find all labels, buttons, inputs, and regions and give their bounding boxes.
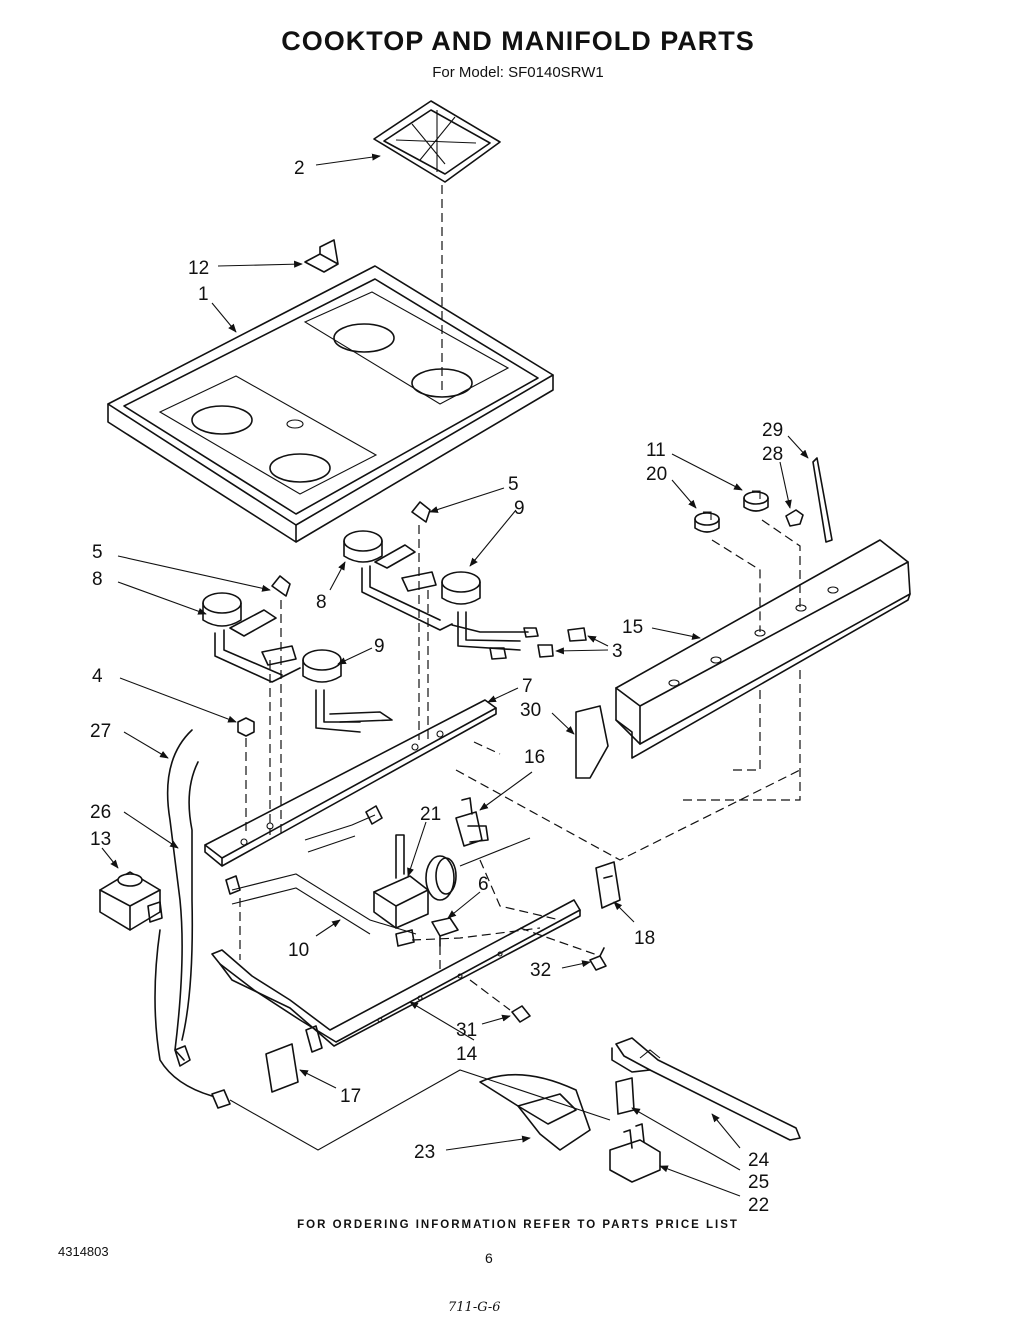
igniter-22 <box>609 1123 661 1183</box>
callout-11: 11 <box>646 440 666 461</box>
safety-valve <box>455 797 489 847</box>
hex-nut <box>237 717 255 737</box>
gas-tube-short <box>181 761 199 1041</box>
valve-guides <box>411 927 541 970</box>
leader-lines <box>101 153 809 1197</box>
callout-28: 28 <box>762 444 783 465</box>
callout-2: 2 <box>294 158 305 179</box>
pressure-regulator <box>99 871 163 931</box>
callout-9: 9 <box>374 636 385 657</box>
gas-tube-upper <box>304 814 376 853</box>
tube-connectors <box>225 805 383 895</box>
broil-burner <box>611 1037 801 1141</box>
lower-assembly-outline <box>229 1069 611 1151</box>
callout-23: 23 <box>414 1142 435 1163</box>
rear-burner-assembly <box>343 501 529 651</box>
callout-9: 9 <box>514 498 525 519</box>
callout-7: 7 <box>522 676 533 697</box>
cooktop <box>107 265 554 543</box>
front-burner-guides <box>269 600 282 835</box>
ordering-info: FOR ORDERING INFORMATION REFER TO PARTS … <box>297 1219 739 1231</box>
rear-orifices <box>489 627 587 660</box>
callout-3: 3 <box>612 641 623 662</box>
callout-16: 16 <box>524 747 545 768</box>
callout-8: 8 <box>92 569 103 590</box>
callout-20: 20 <box>646 464 667 485</box>
screw-31 <box>511 1005 531 1023</box>
callout-10: 10 <box>288 940 309 961</box>
document-number: 4314803 <box>58 1244 109 1259</box>
handwritten-note: 711-G-6 <box>448 1300 501 1315</box>
page-number: 6 <box>485 1250 493 1266</box>
callout-26: 26 <box>90 802 111 823</box>
orifice-fitting <box>395 917 459 947</box>
callout-15: 15 <box>622 617 643 638</box>
spark-rod <box>812 457 833 543</box>
callout-6: 6 <box>478 874 489 895</box>
callout-24: 24 <box>748 1150 770 1171</box>
burner-grate <box>373 100 501 183</box>
callout-29: 29 <box>762 420 783 441</box>
igniter-switch <box>785 509 804 527</box>
callout-8: 8 <box>316 592 327 613</box>
model-line: For Model: SF0140SRW1 <box>432 64 604 81</box>
callout-32: 32 <box>530 960 551 981</box>
igniter-bracket <box>595 861 621 909</box>
callout-25: 25 <box>748 1172 769 1193</box>
callout-27: 27 <box>90 721 111 742</box>
page-title: COOKTOP AND MANIFOLD PARTS <box>281 26 755 56</box>
callout-labels: 2 12 1 5 9 8 5 8 9 3 15 4 7 27 30 16 21 … <box>90 158 783 1216</box>
cooktop-bracket <box>304 239 339 273</box>
callout-12: 12 <box>188 258 209 279</box>
callout-31: 31 <box>456 1020 477 1041</box>
rear-frame-guides <box>455 741 801 861</box>
callout-17: 17 <box>340 1086 361 1107</box>
manifold-pipe-panel <box>615 539 911 759</box>
screw-guide <box>469 979 511 1011</box>
tube-fittings <box>174 1045 231 1109</box>
gas-tube-to-valve <box>231 873 417 935</box>
callout-5: 5 <box>92 542 103 563</box>
manifold-bracket <box>204 699 497 867</box>
knob-guides <box>711 519 801 632</box>
screw-32 <box>589 947 607 971</box>
panel-guides <box>680 670 801 801</box>
thermostat-guides <box>479 859 601 957</box>
panel-bracket <box>575 705 609 779</box>
callout-30: 30 <box>520 700 541 721</box>
callout-4: 4 <box>92 666 103 687</box>
control-knob-right <box>743 490 769 512</box>
callout-18: 18 <box>634 928 655 949</box>
control-knob-left <box>694 511 720 533</box>
oven-thermostat-valve <box>373 834 531 929</box>
callout-22: 22 <box>748 1195 769 1216</box>
callout-1: 1 <box>198 284 209 305</box>
burner-orifice <box>615 1077 635 1115</box>
burner-spreader <box>479 1073 591 1151</box>
rear-burner-guides <box>418 525 429 740</box>
front-burner-assembly <box>202 575 393 733</box>
gas-tube-long <box>166 729 193 1061</box>
callout-13: 13 <box>90 829 111 850</box>
callout-21: 21 <box>420 804 441 825</box>
burner-bracket-17 <box>265 1025 323 1093</box>
gas-tube-lower <box>154 929 213 1097</box>
callout-14: 14 <box>456 1044 478 1065</box>
callout-5: 5 <box>508 474 519 495</box>
